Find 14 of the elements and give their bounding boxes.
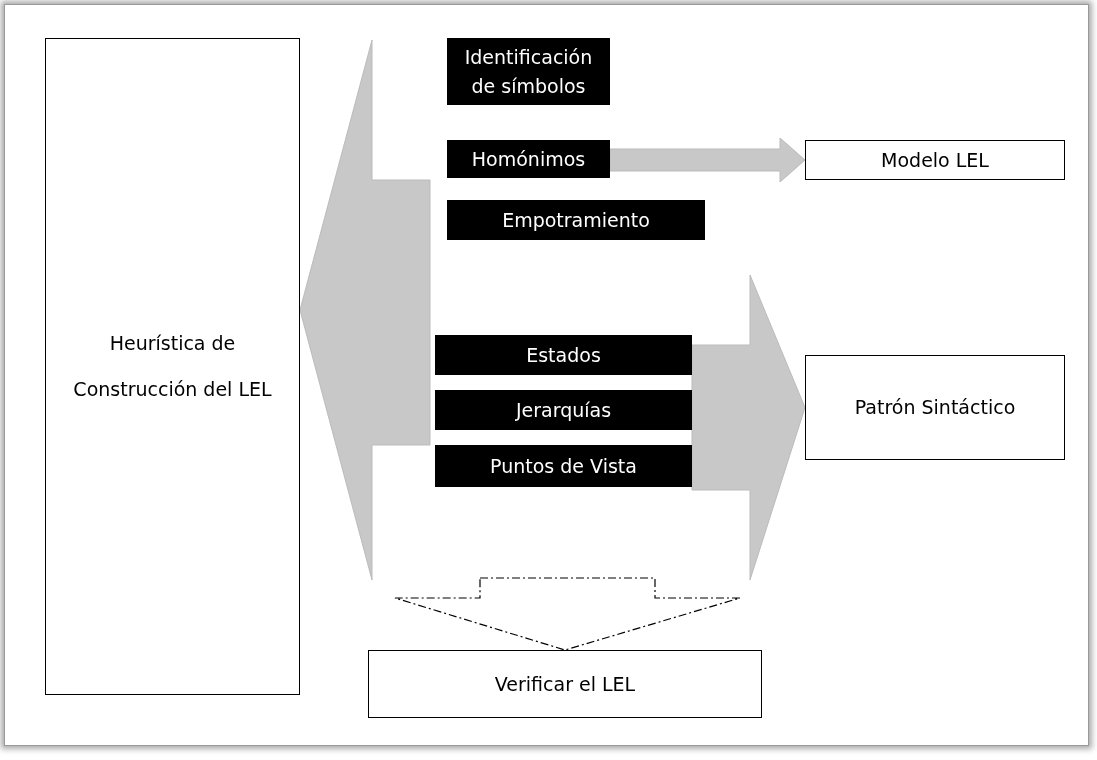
result-box: Patrón Sintáctico bbox=[805, 355, 1065, 460]
block-arrow bbox=[299, 39, 431, 581]
process-box: Jerarquías bbox=[435, 390, 692, 430]
result-box: Verificar el LEL bbox=[368, 650, 762, 718]
heuristic-box: Heurística de Construcción del LEL bbox=[45, 38, 300, 695]
outline-arrow bbox=[394, 577, 741, 651]
process-box: Empotramiento bbox=[447, 200, 705, 240]
process-box: Identificación de símbolos bbox=[447, 38, 610, 105]
block-arrow bbox=[691, 274, 806, 581]
process-box: Homónimos bbox=[447, 140, 610, 178]
process-box: Estados bbox=[435, 335, 692, 375]
arrow bbox=[609, 137, 806, 183]
result-box: Modelo LEL bbox=[805, 140, 1065, 180]
process-box: Puntos de Vista bbox=[435, 445, 692, 487]
